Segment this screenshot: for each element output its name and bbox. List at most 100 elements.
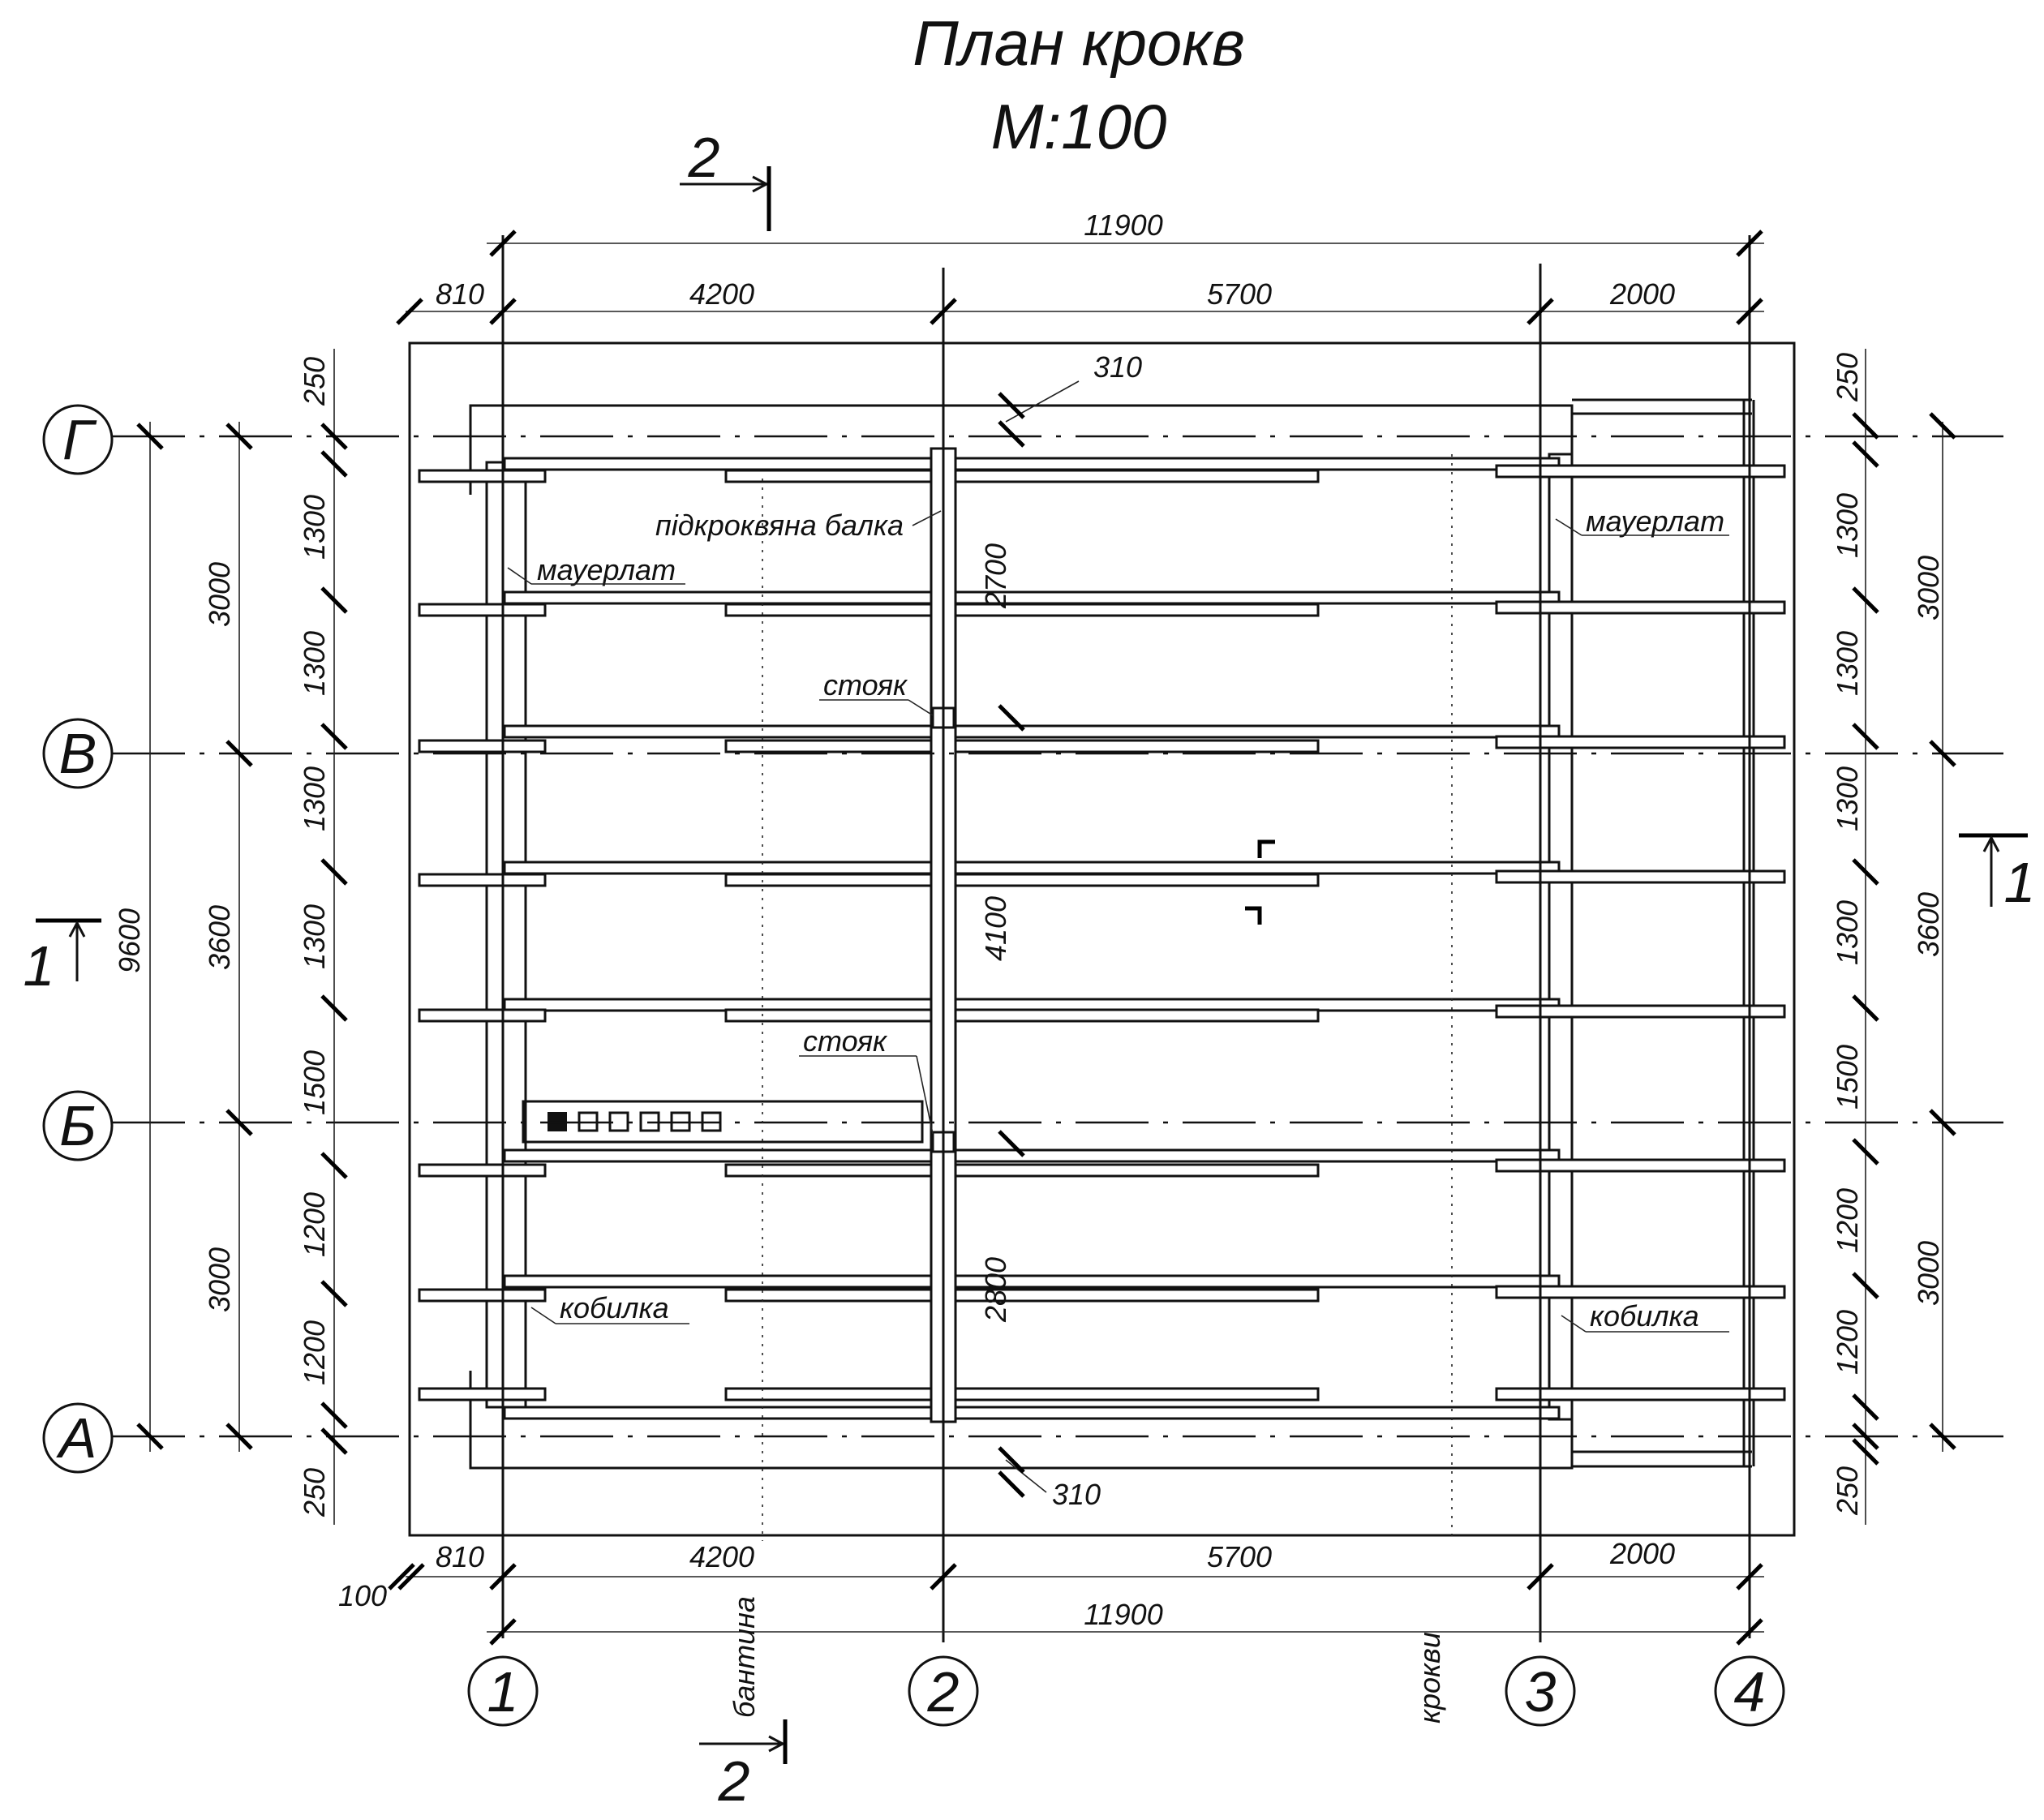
section-arrowhead-left xyxy=(68,920,86,938)
dim-right-1300-a: 1300 xyxy=(1831,493,1864,558)
dim-center-2800: 2800 xyxy=(979,1257,1012,1323)
dim-left-1300-b: 1300 xyxy=(298,631,331,696)
dim-bottom-2000: 2000 xyxy=(1609,1537,1675,1570)
dim-left-1300-a: 1300 xyxy=(298,495,331,560)
rafter xyxy=(503,724,1561,739)
dim-bottom-810: 810 xyxy=(436,1540,484,1573)
axis-bubble-4 xyxy=(1714,1655,1785,1727)
dim-right-3000-top: 3000 xyxy=(1912,556,1945,620)
dim-center-2700: 2700 xyxy=(979,543,1012,609)
rafter xyxy=(503,1406,1561,1420)
dim-left-1200-b: 1200 xyxy=(298,1320,331,1385)
axis-label-B: Б xyxy=(59,1094,97,1157)
rafter-stub-right xyxy=(1495,1004,1786,1019)
dim-310-top: 310 xyxy=(1093,350,1142,384)
leader-wall-plate-left-2 xyxy=(507,567,532,585)
dim-top-5700: 5700 xyxy=(1207,277,1272,311)
rafter-stub-middle xyxy=(724,739,1320,753)
dim-ticks-left xyxy=(136,423,348,1455)
section-mark-left: 1 xyxy=(24,934,55,998)
rafter-stub-left xyxy=(418,739,547,753)
rafter-stub-middle xyxy=(724,1387,1320,1401)
dim-right-1200-a: 1200 xyxy=(1831,1188,1864,1253)
drawing-title: План крокв xyxy=(912,7,1245,79)
dim-right-1300-d: 1300 xyxy=(1831,900,1864,965)
inner-310-ticks xyxy=(998,392,1025,1498)
section-arrowhead-bottom xyxy=(768,1735,786,1753)
axis-bubble-B xyxy=(42,1090,114,1161)
rafter-stub-middle xyxy=(724,603,1320,617)
axis-label-1: 1 xyxy=(487,1660,519,1723)
label-post-upper: стояк xyxy=(823,668,908,702)
dim-right-3000-bot: 3000 xyxy=(1912,1241,1945,1306)
dim-right-1300-b: 1300 xyxy=(1831,631,1864,696)
label-post-lower: стояк xyxy=(803,1024,888,1058)
dim-left-1500: 1500 xyxy=(298,1050,331,1115)
rafter-stub-middle xyxy=(724,469,1320,483)
leader-ridge-beam xyxy=(912,510,942,526)
dim-left-3000-bot: 3000 xyxy=(203,1247,236,1312)
axis-label-A: А xyxy=(56,1406,97,1470)
rafter-stub-middle xyxy=(724,1008,1320,1023)
rafter xyxy=(503,861,1561,875)
leader-310-bottom xyxy=(1005,1459,1047,1493)
drawing-scale: М:100 xyxy=(991,91,1167,162)
dim-ticks-bottom xyxy=(388,1563,1763,1646)
dim-left-1200-a: 1200 xyxy=(298,1192,331,1257)
rafter-stub-left xyxy=(418,873,547,887)
leader-post-lower-2 xyxy=(916,1055,934,1135)
rafter xyxy=(503,1148,1561,1163)
label-fly-rafter-right: кобилка xyxy=(1590,1299,1699,1333)
rafter-stub-left xyxy=(418,1288,547,1303)
leader-post-upper-2 xyxy=(908,699,934,716)
dim-left-3000-top: 3000 xyxy=(203,562,236,627)
dim-right-1300-c: 1300 xyxy=(1831,766,1864,831)
section-mark-right: 1 xyxy=(2004,851,2036,914)
rafter-stub-middle xyxy=(724,1163,1320,1178)
section-mark-bottom: 2 xyxy=(718,1749,750,1813)
leader-fly-rafter-left-2 xyxy=(530,1307,556,1324)
corner-mark-bottom xyxy=(1245,906,1262,925)
rafter xyxy=(503,1274,1561,1289)
dim-bottom-100: 100 xyxy=(338,1579,387,1612)
axis-label-3: 3 xyxy=(1525,1660,1557,1723)
dim-ticks-right xyxy=(1852,412,1956,1466)
axis-bubble-1 xyxy=(467,1655,539,1727)
axis-bubble-3 xyxy=(1505,1655,1576,1727)
label-rafters: крокви xyxy=(1413,1632,1446,1723)
rafter-stub-right xyxy=(1495,869,1786,884)
dim-bottom-5700: 5700 xyxy=(1207,1540,1272,1573)
axis-bubble-2 xyxy=(908,1655,979,1727)
dim-left-250-top: 250 xyxy=(298,357,331,406)
rafter-stub-middle xyxy=(724,1288,1320,1303)
label-wall-plate-left: мауерлат xyxy=(537,553,676,586)
label-fly-rafter-left: кобилка xyxy=(560,1291,669,1324)
rafter-stub-left xyxy=(418,1163,547,1178)
dim-left-3600: 3600 xyxy=(203,905,236,970)
section-arrowhead-right xyxy=(1982,835,2000,852)
rafter-group xyxy=(418,457,1786,1420)
rafter-stub-right xyxy=(1495,600,1786,615)
dim-left-250-bot: 250 xyxy=(298,1468,331,1517)
dim-left-9600: 9600 xyxy=(113,908,146,973)
dim-right-1500: 1500 xyxy=(1831,1045,1864,1110)
axis-label-4: 4 xyxy=(1734,1660,1766,1723)
rafter-stub-left xyxy=(418,603,547,617)
dim-310-bottom: 310 xyxy=(1052,1478,1101,1511)
rafter-stub-right xyxy=(1495,464,1786,479)
dim-right-250-top: 250 xyxy=(1831,353,1864,402)
dim-top-810: 810 xyxy=(436,277,484,311)
rafter-stub-right xyxy=(1495,735,1786,749)
label-wall-plate-right: мауерлат xyxy=(1586,504,1724,538)
dim-top-2000: 2000 xyxy=(1609,277,1675,311)
rafter xyxy=(503,590,1561,605)
leader-310-top xyxy=(1005,380,1080,423)
rafter-stub-left xyxy=(418,1387,547,1401)
roof-overhang-outline xyxy=(408,341,1796,1537)
axis-bubble-G xyxy=(42,404,114,475)
dim-right-250-bot: 250 xyxy=(1831,1466,1864,1516)
rafter-stub-right xyxy=(1495,1158,1786,1173)
dim-center-4100: 4100 xyxy=(979,896,1012,961)
axis-label-2: 2 xyxy=(927,1660,960,1723)
